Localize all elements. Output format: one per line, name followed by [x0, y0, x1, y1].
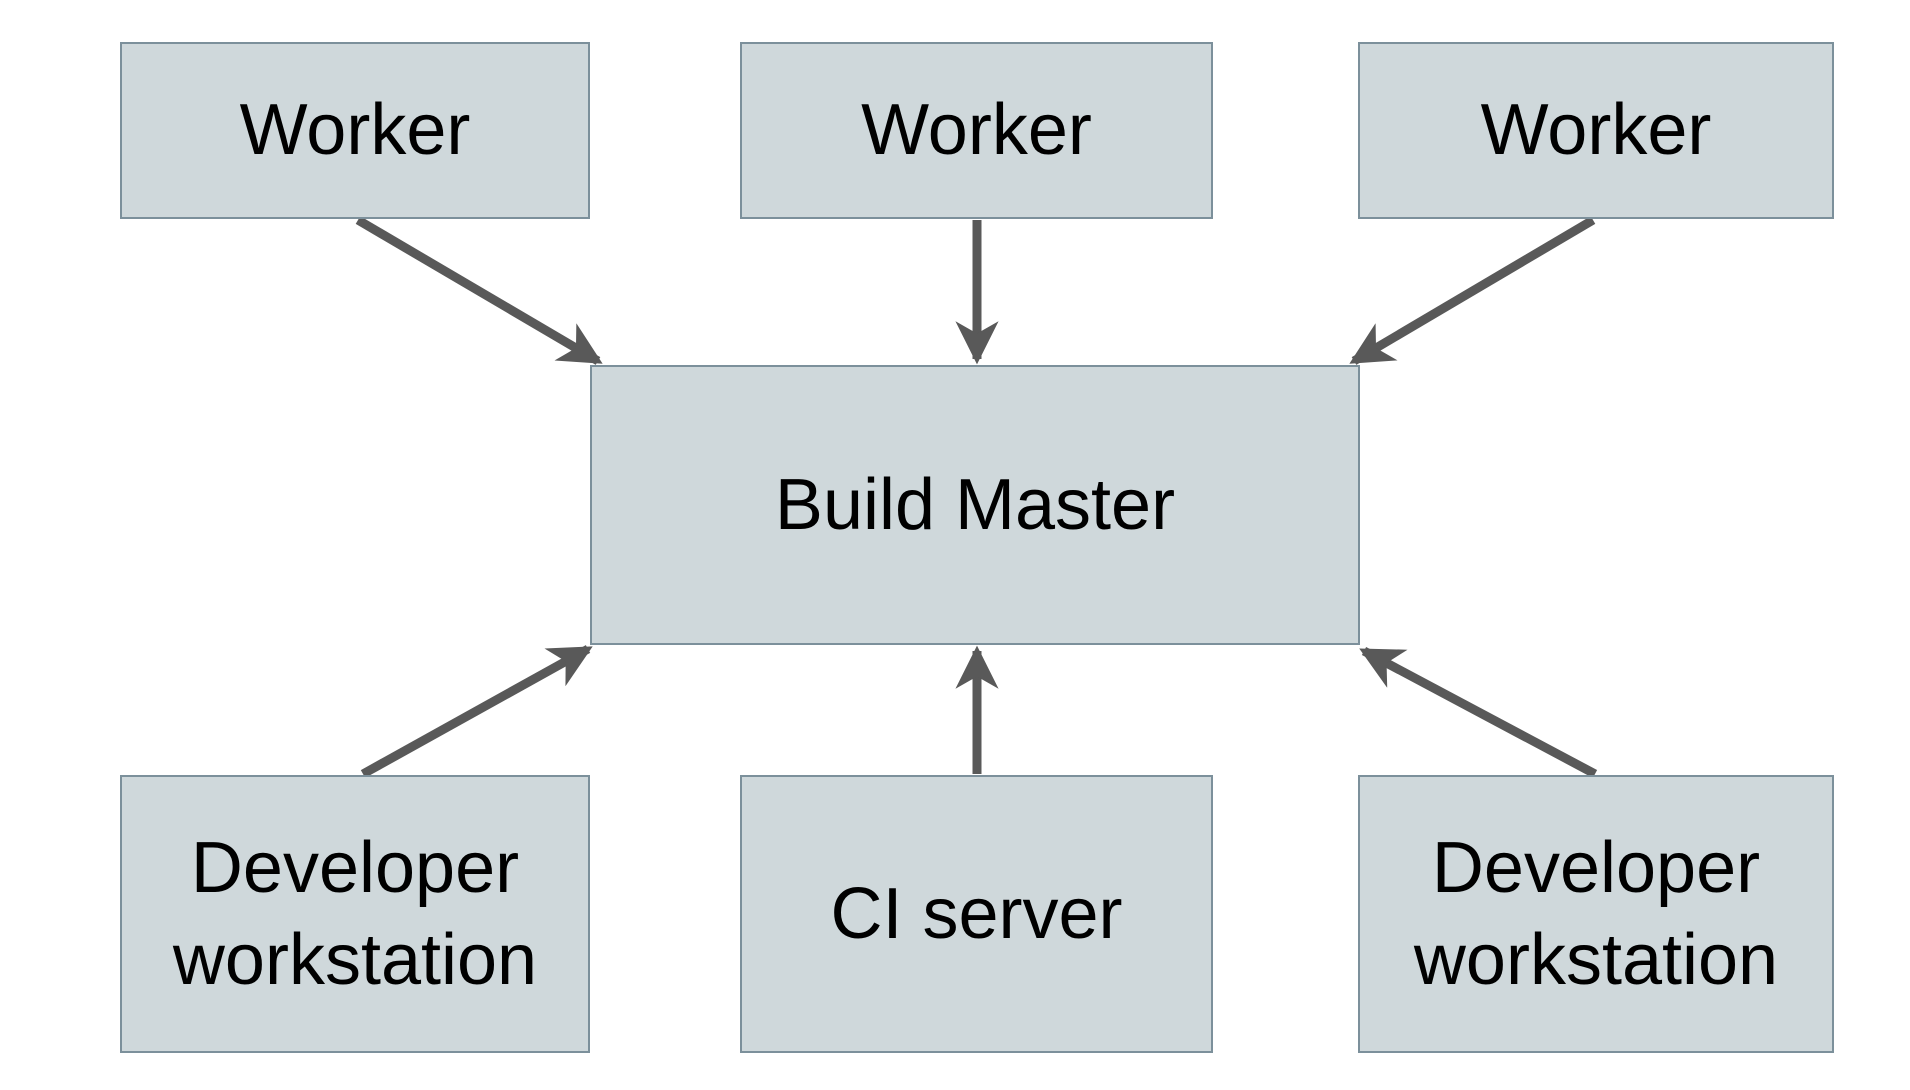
node-label: Worker	[861, 90, 1092, 171]
node-label: Developer workstation	[172, 827, 538, 1000]
arrow-worker-1-to-build-master	[355, 216, 603, 365]
node-developer-workstation-left: Developer workstation	[120, 775, 590, 1053]
node-label: Worker	[239, 90, 471, 171]
node-worker-3: Worker	[1358, 42, 1834, 219]
arrow-worker-3-to-build-master	[1349, 216, 1596, 365]
node-label: Developer workstation	[1413, 827, 1779, 1000]
node-ci-server: CI server	[740, 775, 1213, 1053]
node-label: CI server	[830, 873, 1123, 954]
arrow-developer-workstation-right-to-build-master	[1359, 647, 1598, 778]
node-label: Worker	[1480, 90, 1712, 171]
node-worker-1: Worker	[120, 42, 590, 219]
node-label: Build Master	[774, 464, 1176, 545]
node-worker-2: Worker	[740, 42, 1213, 219]
node-developer-workstation-right: Developer workstation	[1358, 775, 1834, 1053]
node-build-master: Build Master	[590, 365, 1360, 645]
arrow-developer-workstation-left-to-build-master	[360, 645, 593, 778]
